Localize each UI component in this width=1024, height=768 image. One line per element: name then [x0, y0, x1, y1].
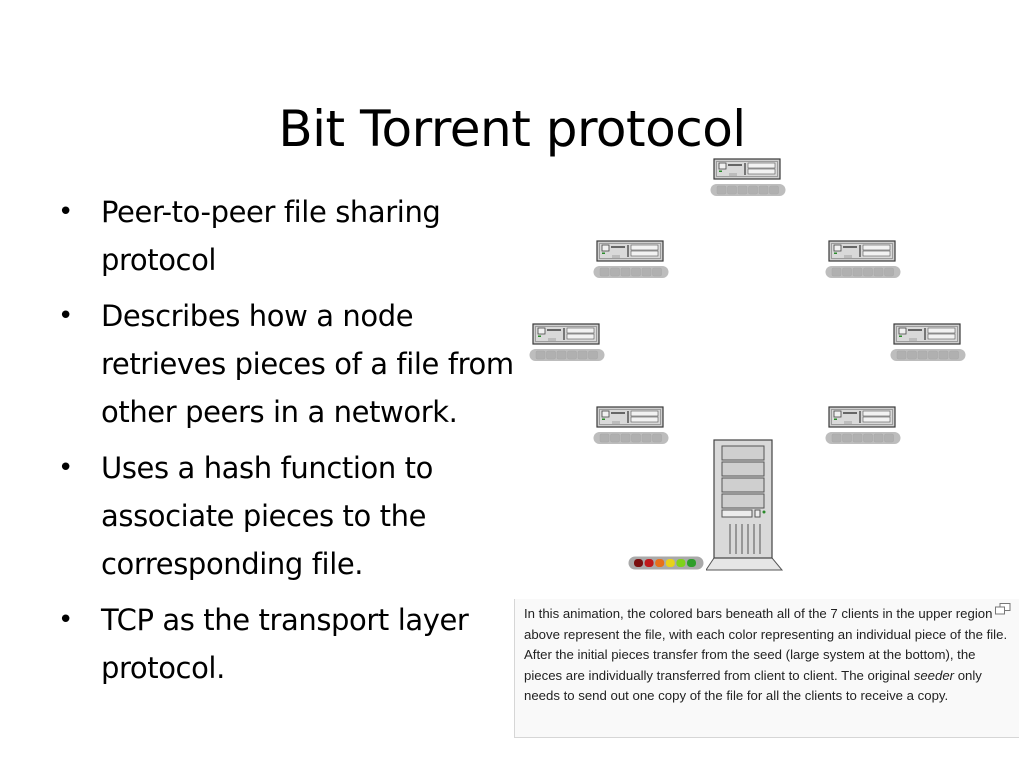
- magnify-icon[interactable]: [995, 603, 1011, 615]
- bullet-dot: •: [58, 605, 73, 635]
- bullet-text: Uses a hash function to associate pieces…: [101, 451, 433, 581]
- figure-caption: In this animation, the colored bars bene…: [514, 599, 1019, 738]
- bullet-list: • Peer-to-peer file sharing protocol • Des…: [56, 188, 516, 700]
- client-computer-icon: [890, 323, 966, 363]
- bullet-text: Describes how a node retrieves pieces of…: [101, 299, 514, 429]
- caption-text-end: only needs to send out one copy of the f…: [524, 667, 982, 704]
- bullet-item: • TCP as the transport layer protocol.: [56, 596, 516, 692]
- bullet-text: Peer-to-peer file sharing protocol: [101, 195, 441, 277]
- slide-title: Bit Torrent protocol: [278, 99, 746, 158]
- client-computer-icon: [529, 323, 605, 363]
- seed-piece: [665, 559, 675, 567]
- client-computer-icon: [593, 240, 669, 280]
- bullet-dot: •: [58, 453, 73, 483]
- client-computer-icon: [825, 240, 901, 280]
- seed-piece: [655, 559, 665, 567]
- bullet-item: • Describes how a node retrieves pieces o…: [56, 292, 516, 436]
- client-computer-icon: [710, 158, 786, 198]
- bullet-dot: •: [58, 197, 73, 227]
- seed-piece-bar: [628, 556, 704, 570]
- seed-piece: [687, 559, 696, 567]
- seed-piece: [644, 559, 654, 567]
- bittorrent-network-diagram: [520, 150, 990, 580]
- bullet-text: TCP as the transport layer protocol.: [101, 603, 469, 685]
- client-computer-icon: [593, 406, 669, 446]
- seed-piece: [676, 559, 686, 567]
- bullet-item: • Peer-to-peer file sharing protocol: [56, 188, 516, 284]
- client-computer-icon: [825, 406, 901, 446]
- seed-server-icon: [706, 439, 784, 571]
- bullet-item: • Uses a hash function to associate piece…: [56, 444, 516, 588]
- bullet-dot: •: [58, 301, 73, 331]
- seed-piece: [634, 559, 643, 567]
- caption-emphasis: seeder: [913, 667, 955, 683]
- caption-text-start: In this animation, the colored bars bene…: [524, 606, 1008, 683]
